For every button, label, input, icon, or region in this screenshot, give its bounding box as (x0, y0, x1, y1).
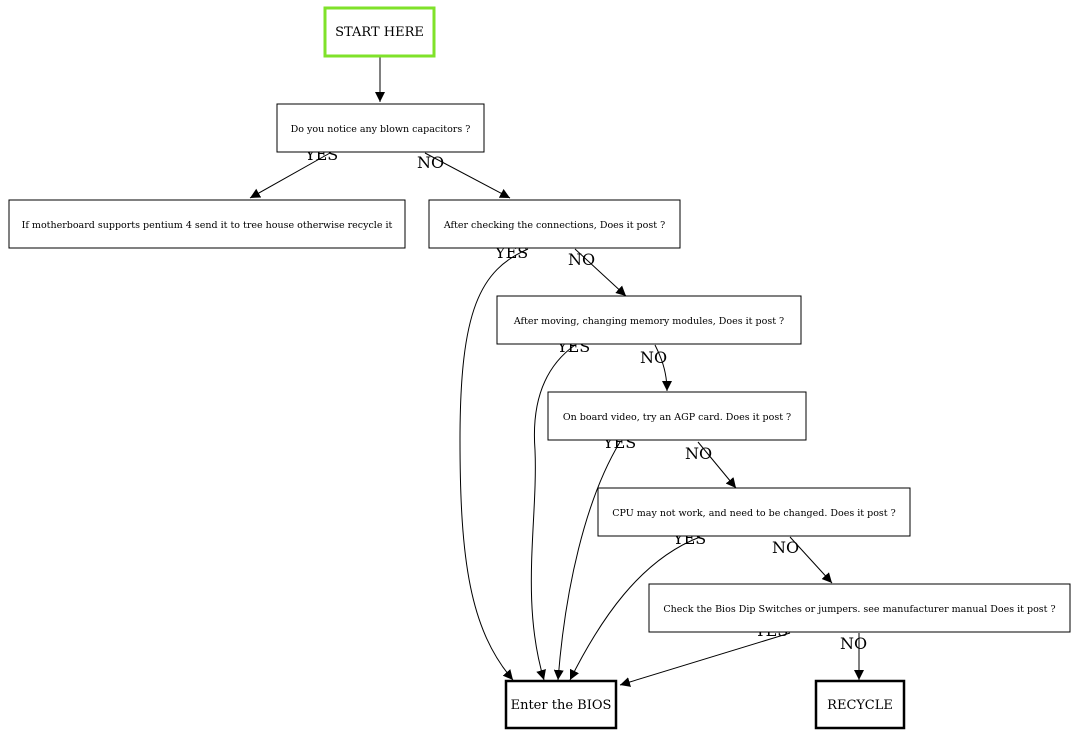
edge-connections-no (574, 248, 627, 297)
node-cpu-label: CPU may not work, and need to be changed… (612, 508, 895, 519)
edge-memory-no (654, 344, 672, 392)
edge-label-video-no: NO (685, 444, 712, 463)
edge-label-capacitors-no: NO (417, 153, 444, 172)
edge-connections-yes (459, 248, 529, 681)
edge-label-memory-no: NO (640, 348, 667, 367)
edge-label-connections-no: NO (568, 250, 595, 269)
edge-cpu-no (789, 536, 833, 584)
node-enter-bios: Enter the BIOS (504, 679, 618, 730)
node-pentium-label: If motherboard supports pentium 4 send i… (22, 220, 393, 231)
edge-capacitors-yes (249, 152, 331, 199)
edge-capacitors-no (424, 152, 511, 199)
edge-video-yes (553, 441, 621, 681)
node-recycle: RECYCLE (814, 679, 906, 730)
edge-label-bios-switch-no: NO (840, 634, 867, 653)
edge-memory-yes (530, 344, 576, 681)
node-start: START HERE (323, 6, 436, 58)
node-memory: After moving, changing memory modules, D… (496, 295, 802, 345)
edge-cpu-yes (569, 536, 701, 681)
node-start-label: START HERE (335, 25, 424, 40)
node-capacitors-label: Do you notice any blown capacitors ? (291, 124, 471, 135)
node-enter-bios-label: Enter the BIOS (511, 698, 612, 713)
node-memory-label: After moving, changing memory modules, D… (513, 316, 784, 327)
node-video-label: On board video, try an AGP card. Does it… (563, 412, 791, 423)
node-bios-switch: Check the Bios Dip Switches or jumpers. … (648, 583, 1071, 633)
node-capacitors: Do you notice any blown capacitors ? (276, 103, 485, 153)
node-connections-label: After checking the connections, Does it … (443, 220, 665, 231)
node-pentium: If motherboard supports pentium 4 send i… (8, 199, 406, 249)
edge-label-cpu-no: NO (772, 538, 799, 557)
node-bios-switch-label: Check the Bios Dip Switches or jumpers. … (663, 604, 1055, 615)
node-video: On board video, try an AGP card. Does it… (547, 391, 807, 441)
node-recycle-label: RECYCLE (827, 698, 893, 713)
edge-bios-switch-yes (619, 632, 791, 687)
node-cpu: CPU may not work, and need to be changed… (597, 487, 911, 537)
node-connections: After checking the connections, Does it … (428, 199, 681, 249)
edge-video-no (697, 441, 737, 489)
